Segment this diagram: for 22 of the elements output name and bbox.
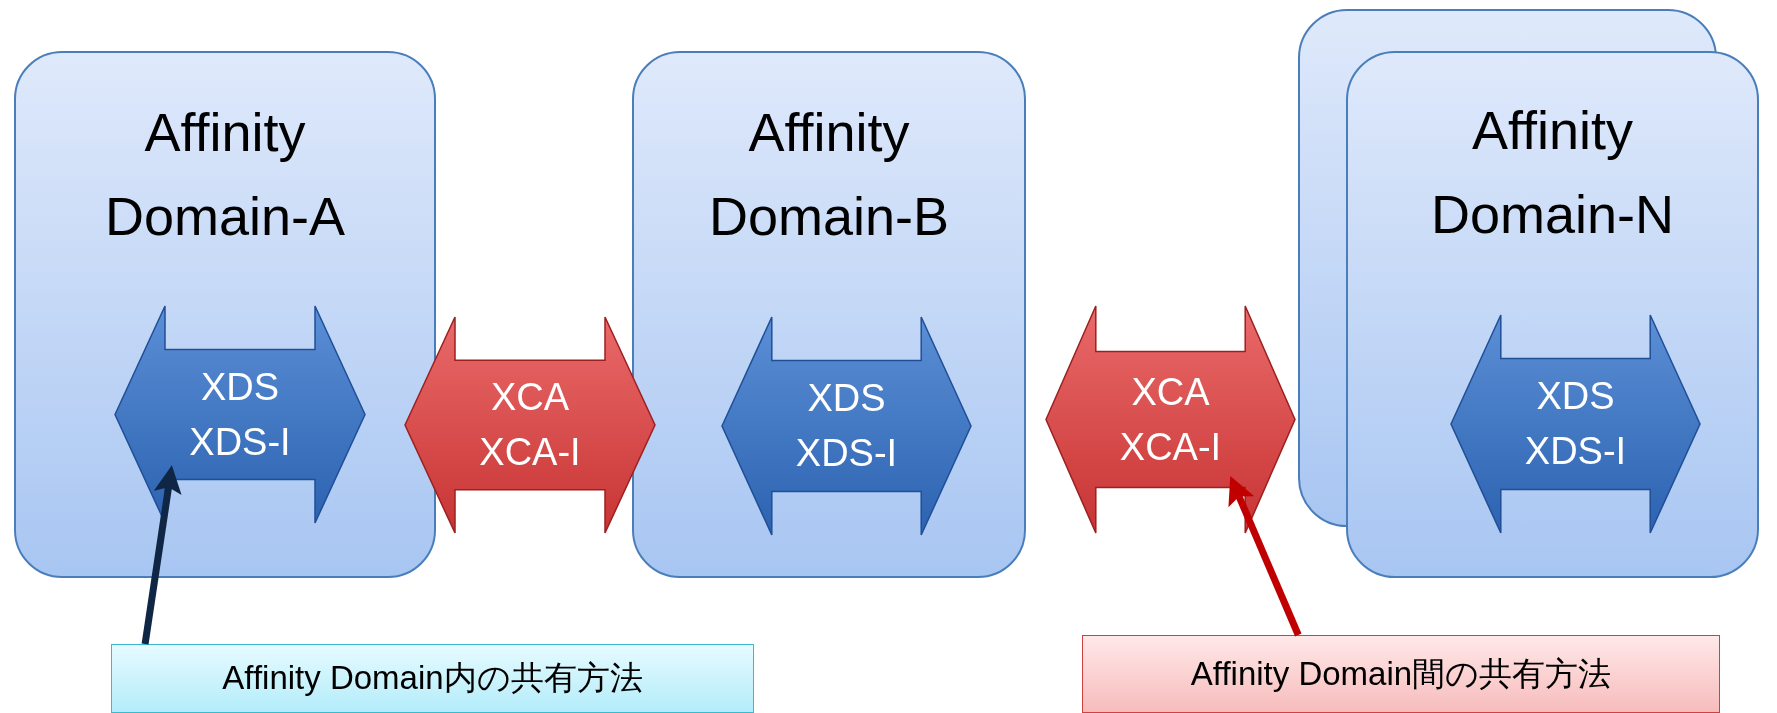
protocol-label: XCA XCA-I (478, 374, 582, 475)
domain-heading: Affinity Domain-A (103, 101, 347, 248)
domain-heading: Affinity Domain-B (707, 101, 951, 248)
protocol-label: XDS XDS-I (794, 375, 899, 476)
callout-box (1082, 635, 1720, 713)
protocol-label: XDS XDS-I (188, 364, 292, 465)
domain-box (14, 51, 436, 578)
double-arrow-shape (115, 306, 365, 523)
protocol-label: XCA XCA-I (1118, 369, 1223, 470)
callout-text: Affinity Domain内の共有方法 (222, 658, 643, 698)
leader-arrow (1228, 476, 1302, 637)
domain-heading: Affinity Domain-N (1429, 99, 1676, 246)
domain-box (632, 51, 1026, 578)
double-arrow-shape (405, 317, 655, 533)
callout-text: Affinity Domain間の共有方法 (1190, 653, 1612, 694)
double-arrow-shape (722, 317, 971, 535)
stacked-domain-box (1298, 9, 1759, 578)
double-arrow-shape (1451, 315, 1700, 533)
callout-box (111, 644, 754, 713)
leader-arrow (141, 465, 182, 645)
double-arrow-shape (1046, 306, 1295, 533)
protocol-label: XDS XDS-I (1523, 373, 1628, 474)
